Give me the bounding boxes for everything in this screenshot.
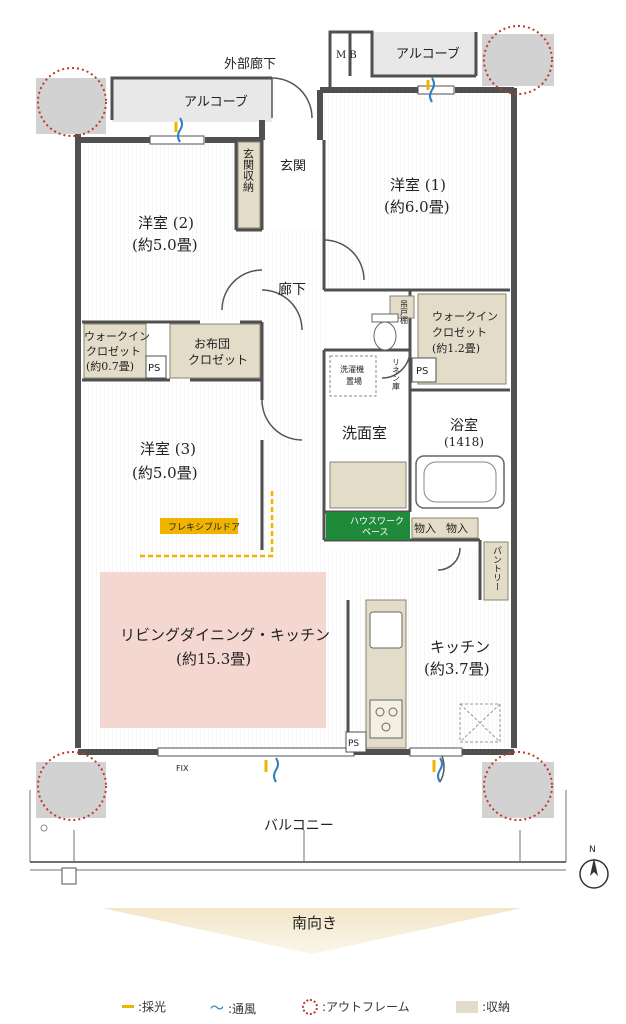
storage1-label: 物入 [414,521,436,535]
ldk-highlight [100,572,326,728]
legend-daylight: :採光 [122,998,166,1015]
futon-line1: お布団 [194,337,230,351]
mb-label: M B [336,50,357,61]
western2-name: 洋室 (2) [138,214,194,232]
entrance-label: 玄関 [280,159,306,174]
washer-line2: 置場 [346,376,362,386]
pantry-label: パントリー [491,546,502,591]
balcony-drain [61,867,77,885]
entrance-storage-label: 玄関収納 [242,147,255,193]
outer-corridor-label: 外部廊下 [224,56,276,72]
kitchen-sink [369,611,403,649]
legend: :採光 〜 :通風 :アウトフレーム :収納 [0,996,626,1020]
legend-daylight-label: :採光 [138,1000,167,1014]
flexible-door-line [140,488,274,558]
legend-outframe-label: :アウトフレーム [322,1000,410,1014]
balcony-railing [29,790,567,871]
housework-base [326,512,410,540]
washer-area [329,355,377,397]
wic1-line2: クロゼット [432,326,487,339]
stove-icon [369,699,403,739]
legend-ventilation-label: :通風 [228,1001,257,1016]
balcony-label: バルコニー [264,818,334,834]
orientation-label: 南向き [292,914,337,932]
ldk-name: リビングダイニング・キッチン [120,626,330,644]
wic1-line1: ウォークイン [432,310,498,323]
bathtub-inner [423,461,497,503]
floor-hall [262,230,324,550]
western1-name: 洋室 (1) [390,176,446,194]
flexible-door-label: フレキシブルドア [168,521,240,533]
compass-icon [579,858,609,889]
compass-n-label: N [589,845,596,855]
storage2-label: 物入 [446,521,468,535]
columns [36,25,554,821]
ventilation-marks [177,77,443,783]
alcove-right-area [372,32,476,76]
flexible-door-label-bg [160,518,238,534]
alcove-left-label: アルコーブ [184,94,248,110]
alcove-left-area [112,78,272,122]
storage-swatch-icon [456,1000,478,1013]
fridge-space [459,703,501,743]
ps-label-1: PS [148,363,160,374]
ps-label-2: PS [416,366,428,377]
legend-outframe: :アウトフレーム [302,998,410,1015]
outframe-icon [302,998,318,1015]
ventilation-icon: 〜 [210,1001,224,1017]
alcove-right-label: アルコーブ [396,46,460,62]
bathtub [415,455,505,509]
bath-size: (1418) [444,435,484,449]
wic2-line2: クロゼット [86,345,141,358]
wic2-line3: (約0.7畳) [86,359,134,373]
hallway-label: 廊下 [278,281,306,298]
bath-name: 浴室 [450,417,478,434]
futon-line2: クロゼット [188,353,248,367]
interior-walls [82,140,510,752]
western1-size: (約6.0畳) [384,198,450,216]
western3-name: 洋室 (3) [140,440,196,458]
washer-line1: 洗濯機 [340,364,364,374]
balcony-hole [40,824,48,832]
toilet-tank [371,313,399,323]
legend-ventilation: 〜 :通風 [210,998,256,1018]
kitchen-size: (約3.7畳) [424,660,490,678]
linen-label: リネン庫 [392,358,401,391]
doors [221,77,461,783]
ps-boxes [145,355,437,753]
floor-western1 [324,90,510,290]
legend-storage: :収納 [456,998,510,1015]
toilet-bowl [373,321,397,351]
cupboard-label: 吊戸棚 [400,300,409,325]
fix-label: FIX [176,764,189,773]
wic1-line3: (約1.2畳) [432,341,480,355]
south-direction-arrow [102,908,522,954]
ps-label-3: PS [348,739,359,749]
ldk-size: (約15.3畳) [176,650,251,668]
kitchen-name: キッチン [430,638,490,656]
daylight-icon [122,1005,134,1008]
washroom-label: 洗面室 [342,424,387,442]
daylight-marks [174,80,436,772]
alcove-outlines [110,30,478,120]
western2-size: (約5.0畳) [132,236,198,254]
western3-size: (約5.0畳) [132,464,198,482]
floor-western2 [82,140,262,322]
housework-line1: ハウスワーク [350,516,404,527]
legend-storage-label: :収納 [482,1000,511,1014]
wic2-line1: ウォークイン [84,330,150,343]
housework-line2: ベース [362,528,389,538]
